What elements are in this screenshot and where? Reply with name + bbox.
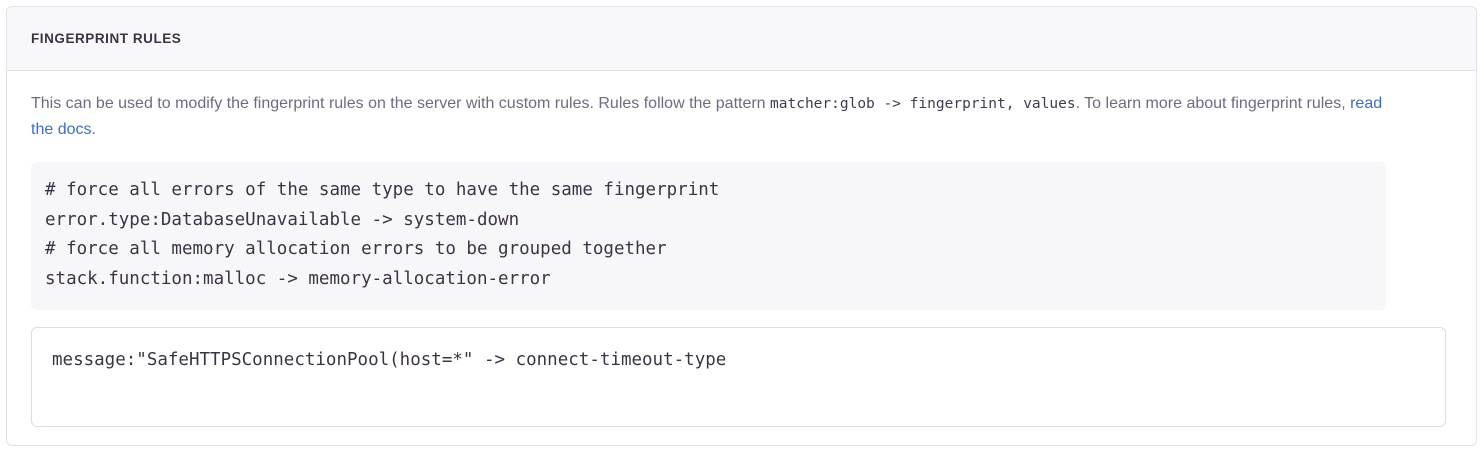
inline-code-pattern: matcher:glob -> fingerprint, values	[770, 96, 1076, 112]
example-code-block: # force all errors of the same type to h…	[31, 162, 1386, 310]
panel-body: This can be used to modify the fingerpri…	[7, 71, 1476, 427]
code-line: # force all memory allocation errors to …	[45, 239, 667, 259]
code-line: stack.function:malloc -> memory-allocati…	[45, 268, 551, 289]
page-title: FINGERPRINT RULES	[31, 31, 182, 46]
read-the-docs-link[interactable]: read the docs	[31, 95, 1383, 138]
code-line: # force all errors of the same type to h…	[45, 180, 720, 200]
fingerprint-rules-panel: FINGERPRINT RULES This can be used to mo…	[6, 6, 1477, 446]
panel-header: FINGERPRINT RULES	[7, 7, 1476, 71]
panel-description: This can be used to modify the fingerpri…	[31, 91, 1391, 143]
code-line: error.type:DatabaseUnavailable -> system…	[45, 209, 520, 230]
description-text-part3: .	[91, 121, 96, 138]
description-text-part2: . To learn more about fingerprint rules,	[1075, 95, 1351, 112]
description-text-part1: This can be used to modify the fingerpri…	[31, 95, 771, 112]
fingerprint-rules-input[interactable]	[31, 327, 1446, 427]
